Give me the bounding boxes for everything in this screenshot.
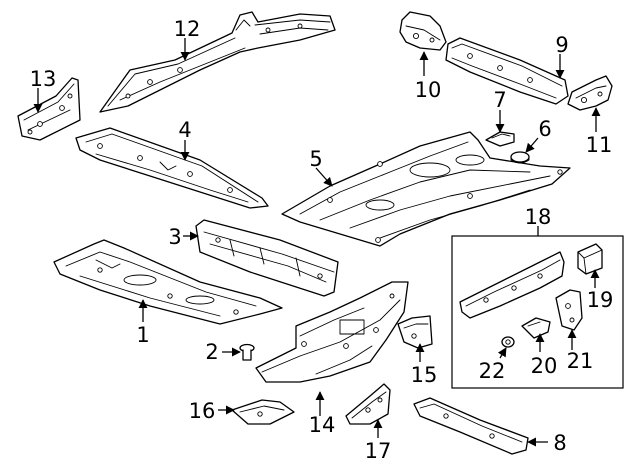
callout-1: 1 [136,323,149,347]
part-16-bracket[interactable] [231,399,295,425]
callout-labels: 1 2 3 4 5 6 7 8 9 10 11 12 13 14 15 16 1… [30,17,614,463]
callout-11: 11 [586,133,613,157]
part-7-bracket[interactable] [485,131,515,147]
callout-19: 19 [587,288,614,312]
callout-20: 20 [531,354,558,378]
part-13-bracket[interactable] [17,77,81,141]
callout-5: 5 [309,147,322,171]
part-21-bracket[interactable] [555,289,583,331]
leader-lines [33,38,601,447]
callout-12: 12 [174,17,201,41]
part-12-rear-rail[interactable] [99,11,336,113]
callout-6: 6 [538,117,551,141]
part-20-clip[interactable] [521,317,551,339]
part-1-floor-pan[interactable] [53,239,283,325]
part-19-block[interactable] [577,243,603,275]
part-18-rail[interactable] [459,251,565,319]
callout-7: 7 [493,88,506,112]
callout-13: 13 [30,67,57,91]
part-11-bracket[interactable] [567,75,613,111]
callout-16: 16 [189,399,216,423]
part-22-nut[interactable] [501,336,515,348]
callout-17: 17 [365,439,392,463]
callout-10: 10 [415,78,442,102]
callout-3: 3 [168,225,181,249]
part-2-bolt[interactable] [239,343,255,361]
callout-21: 21 [567,349,594,373]
callout-18: 18 [525,205,552,229]
callout-22: 22 [479,359,506,383]
part-6-plug[interactable] [510,151,530,164]
part-15-bracket[interactable] [397,315,433,349]
leader-6 [525,137,539,153]
leader-5 [315,167,333,187]
callout-2: 2 [205,340,218,364]
callout-15: 15 [411,363,438,387]
part-10-bracket[interactable] [399,11,447,51]
part-4-rail[interactable] [75,127,269,209]
part-14-rail-assembly[interactable] [255,281,409,383]
part-5-floor-pan[interactable] [281,131,571,247]
callout-4: 4 [178,118,191,142]
leader-22 [497,347,507,359]
callout-14: 14 [309,413,336,437]
part-3-cross-member[interactable] [195,219,339,297]
part-8-reinforcement[interactable] [413,397,529,455]
part-17-reinforcement[interactable] [345,383,391,425]
part-9-crossmember[interactable] [445,37,569,105]
callout-8: 8 [553,431,566,455]
callout-9: 9 [555,33,568,57]
